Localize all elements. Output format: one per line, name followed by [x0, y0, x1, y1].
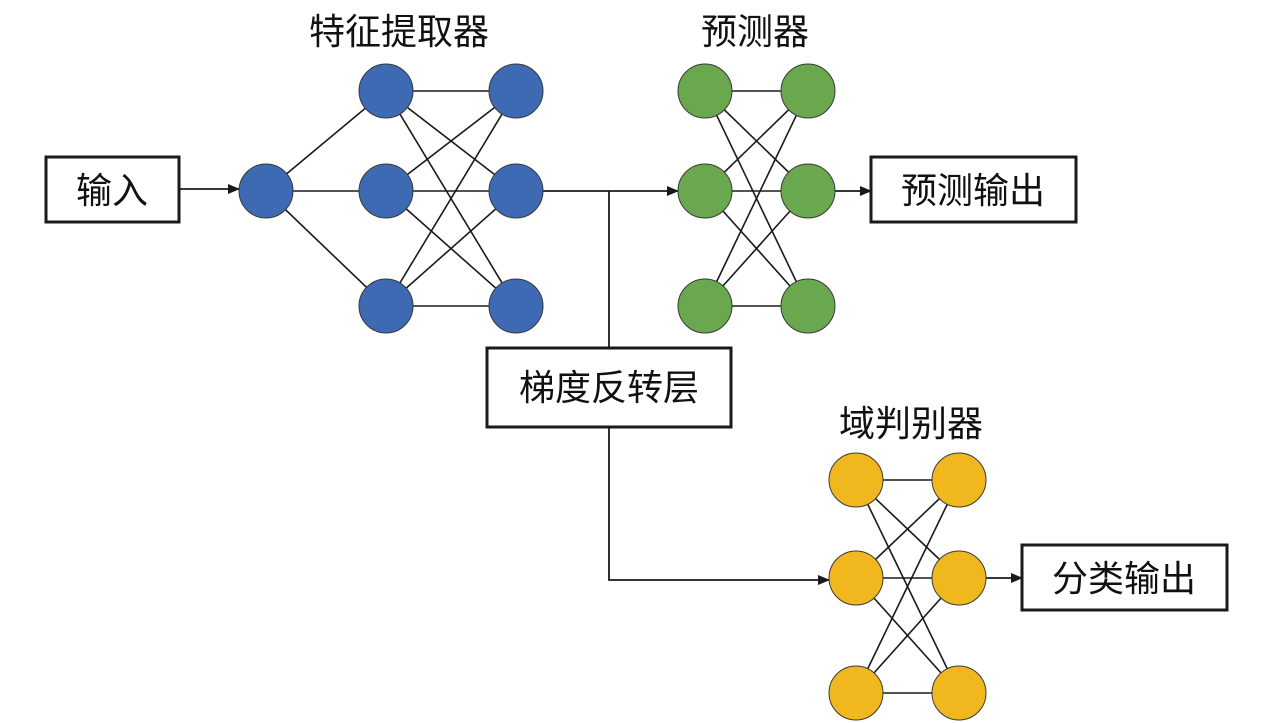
discriminator-wire — [855, 479, 960, 694]
discriminator-node — [931, 665, 987, 721]
feature-wire — [265, 190, 387, 307]
feature-input-node — [238, 163, 294, 219]
predictor-title: 预测器 — [701, 12, 809, 53]
predictor-node — [780, 63, 836, 119]
feature-hidden-node — [358, 278, 414, 334]
feature-wire — [385, 90, 517, 307]
predictor-node — [780, 278, 836, 334]
predictor-wire — [704, 90, 809, 307]
classification-output-label: 分类输出 — [1052, 559, 1196, 600]
predictor-node — [677, 278, 733, 334]
gradient-reversal-layer-label: 梯度反转层 — [519, 368, 699, 409]
domain-discriminator-title: 域判别器 — [839, 404, 983, 445]
input-label: 输入 — [76, 171, 148, 212]
predictor-node — [780, 163, 836, 219]
feature-wire — [385, 190, 517, 307]
discriminator-node — [931, 452, 987, 508]
predictor-node — [677, 163, 733, 219]
discriminator-node — [828, 665, 884, 721]
input-box: 输入 — [44, 155, 181, 224]
feature-output-node — [488, 163, 544, 219]
feature-output-node — [488, 63, 544, 119]
prediction-output-box: 预测输出 — [869, 155, 1078, 224]
feature-output-node — [488, 278, 544, 334]
discriminator-node — [828, 452, 884, 508]
feature-extractor-title: 特征提取器 — [309, 12, 489, 53]
discriminator-node — [828, 550, 884, 606]
classification-output-box: 分类输出 — [1020, 543, 1229, 612]
feature-hidden-node — [358, 63, 414, 119]
gradient-reversal-layer-box: 梯度反转层 — [485, 346, 733, 429]
discriminator-node — [931, 550, 987, 606]
prediction-output-label: 预测输出 — [901, 171, 1045, 212]
grl-to-discriminator-arrow — [608, 427, 830, 585]
flow-layer — [179, 184, 1023, 585]
nodes-layer — [238, 63, 987, 721]
feature-hidden-node — [358, 163, 414, 219]
predictor-node — [677, 63, 733, 119]
